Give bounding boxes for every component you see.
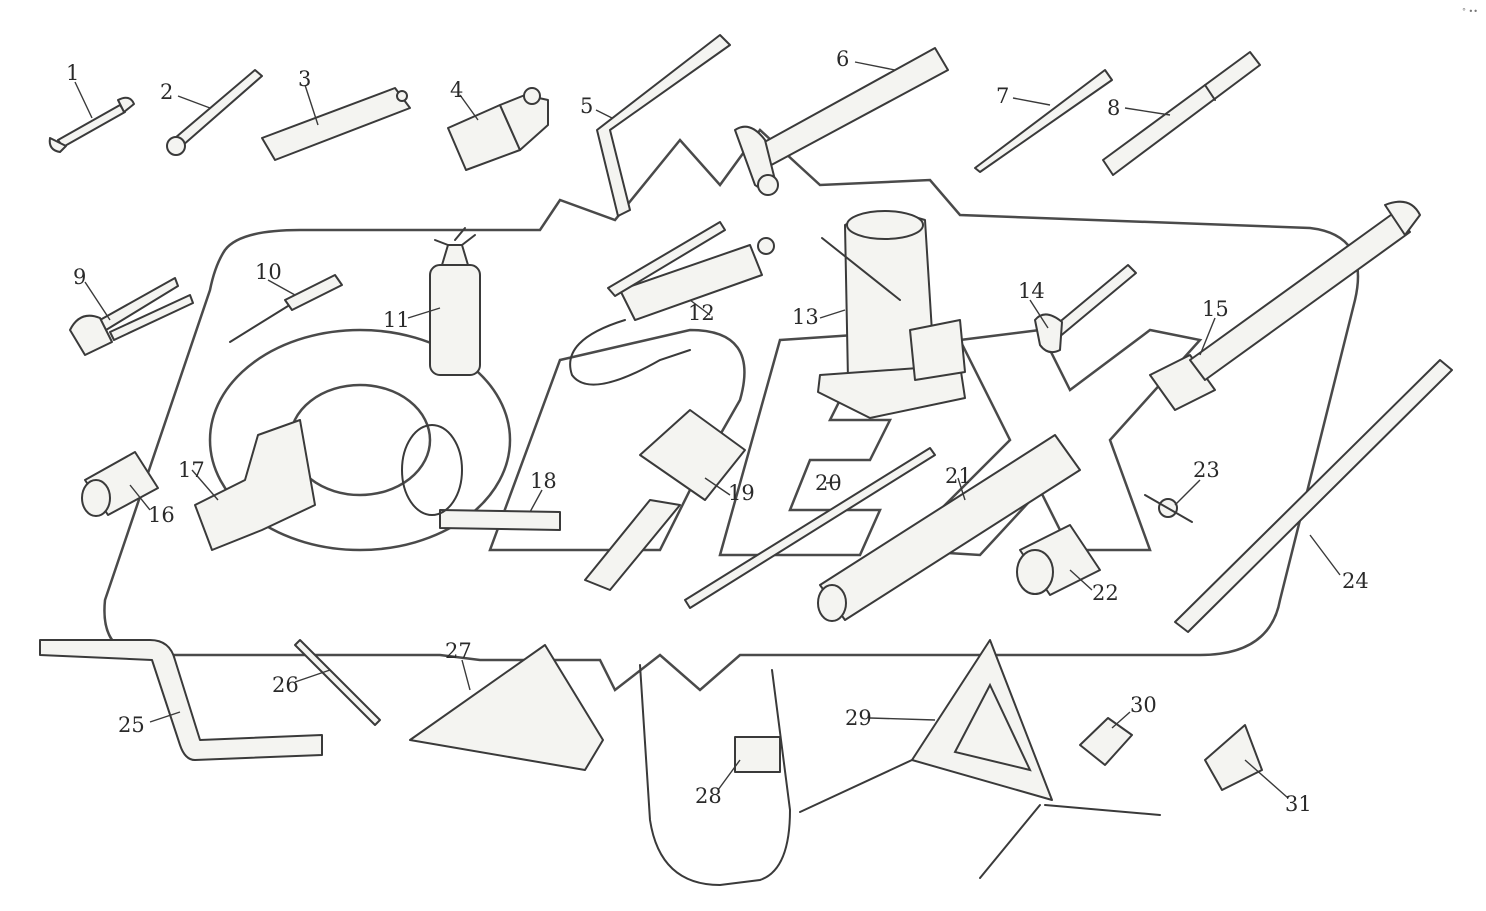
part-label-23: 23 [1193, 458, 1220, 482]
part-31-block [1204, 724, 1263, 791]
part-label-6: 6 [836, 47, 849, 71]
part-label-10: 10 [255, 260, 282, 284]
part-9-pipe-pliers [69, 277, 194, 356]
part-label-8: 8 [1107, 96, 1120, 120]
part-30-small-fitting [1079, 717, 1133, 766]
part-28-inflation-hose [639, 664, 792, 887]
part-label-30: 30 [1130, 693, 1157, 717]
part-label-7: 7 [996, 84, 1009, 108]
part-13-bottle-jack [817, 210, 966, 419]
part-label-31: 31 [1285, 792, 1312, 816]
part-label-26: 26 [272, 673, 299, 697]
part-label-25: 25 [118, 713, 145, 737]
part-4-socket-adapter [447, 87, 549, 171]
part-15-wheel-nut-socket [1149, 200, 1421, 411]
part-7-drift-punch [974, 69, 1113, 173]
part-number-labels: 1 2 3 4 5 6 7 8 9 10 11 12 13 14 15 16 1… [66, 47, 1369, 816]
corner-mark: ° •• [1462, 7, 1478, 16]
part-6-hammer [734, 47, 949, 196]
part-label-1: 1 [66, 61, 79, 85]
part-label-18: 18 [530, 469, 557, 493]
part-5-l-bar [596, 34, 731, 217]
part-27-wheel-chock [409, 644, 604, 771]
part-label-20: 20 [815, 471, 842, 495]
part-18-strap-wrench [401, 424, 561, 531]
part-label-5: 5 [580, 94, 593, 118]
part-3-long-socket [261, 87, 411, 161]
part-label-12: 12 [688, 301, 715, 325]
part-12-grease-gun [569, 221, 775, 386]
part-label-19: 19 [728, 481, 755, 505]
part-label-11: 11 [383, 308, 410, 332]
part-label-9: 9 [73, 265, 86, 289]
part-10-screwdriver [229, 274, 343, 343]
part-label-17: 17 [178, 458, 205, 482]
leader-lines [74, 61, 1341, 799]
part-2-socket-wrench [166, 69, 263, 156]
part-1-double-open-wrench [48, 96, 135, 153]
part-label-16: 16 [148, 503, 175, 527]
part-8-chisel-bar [1102, 51, 1261, 176]
part-22-hex-socket [1016, 524, 1101, 596]
part-label-4: 4 [450, 78, 463, 102]
part-17-spanner-plate [194, 419, 316, 551]
part-label-22: 22 [1092, 581, 1119, 605]
part-16-socket [81, 451, 159, 517]
part-23-valve-fitting [1144, 494, 1193, 523]
part-21-extension-tube [817, 434, 1081, 622]
part-label-2: 2 [160, 80, 173, 104]
part-24-jack-handle-bar [1174, 359, 1453, 633]
part-label-15: 15 [1202, 297, 1229, 321]
part-29-warning-triangle [799, 639, 1161, 879]
part-20-pry-rod [684, 447, 936, 609]
part-26-pin [294, 639, 381, 726]
part-25-crank-handle [39, 639, 323, 761]
part-label-29: 29 [845, 706, 872, 730]
part-label-27: 27 [445, 639, 472, 663]
part-11-fire-extinguisher [429, 227, 481, 376]
part-label-14: 14 [1018, 279, 1045, 303]
part-label-21: 21 [945, 464, 972, 488]
part-label-24: 24 [1342, 569, 1369, 593]
watermark-logo: ° •• [103, 7, 1478, 692]
part-19-tire-inflator [584, 409, 746, 591]
part-label-28: 28 [695, 784, 722, 808]
part-14-adjustable-wrench [1034, 264, 1137, 354]
part-label-3: 3 [298, 67, 311, 91]
part-label-13: 13 [792, 305, 819, 329]
